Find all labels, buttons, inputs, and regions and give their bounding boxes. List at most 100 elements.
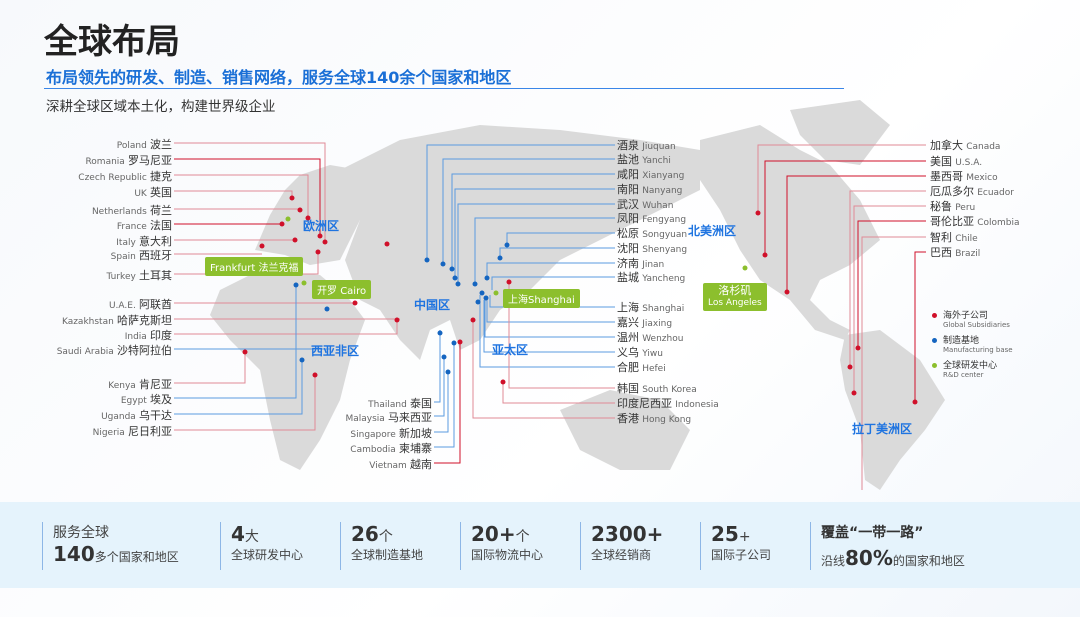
label-zh: 温州: [617, 331, 639, 344]
stat-unit: +: [738, 529, 751, 545]
location-label: Uganda 乌干达: [2, 407, 172, 423]
location-label: 盐城 Yancheng: [617, 269, 685, 285]
label-en: U.S.A.: [955, 158, 983, 168]
label-en: Colombia: [977, 218, 1020, 228]
location-label: Singapore 新加坡: [262, 425, 432, 441]
label-en: Mexico: [966, 173, 998, 183]
label-en: Uganda: [101, 412, 136, 422]
label-zh: 济南: [617, 257, 639, 270]
label-zh: 盐城: [617, 271, 639, 284]
label-en: Canada: [966, 142, 1001, 152]
label-en: Singapore: [350, 430, 396, 440]
stat-value-row: 26个: [351, 522, 423, 546]
region-west-asia-africa: 西亚非区: [311, 344, 360, 358]
label-zh: 泰国: [410, 397, 432, 410]
label-en: Ecuador: [977, 188, 1014, 198]
location-label: Kazakhstan 哈萨克斯坦: [2, 312, 172, 328]
stat-value: 2300+: [591, 522, 664, 546]
stat-item: 26个全球制造基地: [340, 522, 423, 570]
location-label: 武汉 Wuhan: [617, 196, 673, 212]
page-title: 全球布局: [44, 22, 180, 62]
location-label: 咸阳 Xianyang: [617, 166, 684, 182]
stat-value-row: 4大: [231, 522, 303, 546]
region-north-america: 北美洲区: [688, 224, 737, 238]
label-zh: 秘鲁: [930, 200, 952, 213]
north-america: [700, 125, 880, 340]
label-en: Hong Kong: [642, 415, 692, 425]
region-apac: 亚太区: [492, 343, 529, 357]
rd-frankfurt-zh: 法兰克福: [258, 263, 299, 274]
stat-caption: 全球经销商: [591, 548, 652, 562]
stat-value-row: 沿线80%的国家和地区: [821, 546, 965, 570]
location-label: 哥伦比亚 Colombia: [930, 213, 1019, 229]
location-label: France 法国: [2, 217, 172, 233]
label-zh: 巴西: [930, 246, 952, 259]
location-label: 秘鲁 Peru: [930, 198, 975, 214]
label-zh: 墨西哥: [930, 170, 963, 183]
region-china: 中国区: [414, 298, 451, 312]
south-america: [840, 330, 945, 490]
label-en: Songyuan: [642, 230, 688, 240]
label-zh: 合肥: [617, 361, 639, 374]
region-europe: 欧洲区: [303, 219, 340, 233]
location-label: Egypt 埃及: [2, 391, 172, 407]
stats-band: [0, 502, 1080, 588]
location-label: 嘉兴 Jiaxing: [617, 314, 672, 330]
location-label: 巴西 Brazil: [930, 244, 980, 260]
label-zh: 南阳: [617, 183, 639, 196]
stat-value: 4: [231, 522, 245, 546]
location-dots: [242, 195, 918, 405]
location-label: 凤阳 Fengyang: [617, 210, 686, 226]
label-en: Jiuquan: [642, 142, 676, 152]
legend-zh: 全球研发中心: [943, 361, 998, 371]
stat-caption: 全球制造基地: [351, 548, 424, 562]
label-en: Egypt: [120, 396, 147, 406]
location-label: Poland 波兰: [2, 136, 172, 152]
label-zh: 盐池: [617, 153, 639, 166]
label-en: Poland: [116, 141, 147, 151]
label-en: Indonesia: [675, 400, 719, 410]
australia: [560, 390, 690, 470]
label-zh: 阿联酋: [139, 298, 172, 311]
stat-item: 覆盖“一带一路”沿线80%的国家和地区: [810, 522, 965, 570]
label-zh: 加拿大: [930, 139, 963, 152]
label-zh: 沈阳: [617, 242, 639, 255]
location-label: 上海 Shanghai: [617, 299, 684, 315]
rd-cairo: 开罗 Cairo: [312, 280, 372, 299]
location-label: Romania 罗马尼亚: [2, 152, 172, 168]
location-label: 韩国 South Korea: [617, 380, 697, 396]
stat-value: 20+: [471, 522, 516, 546]
label-zh: 西班牙: [139, 249, 172, 262]
label-zh: 肯尼亚: [139, 378, 172, 391]
region-latin-america: 拉丁美洲区: [852, 422, 913, 436]
legend-zh: 制造基地: [943, 336, 980, 346]
location-label: 酒泉 Jiuquan: [617, 137, 676, 153]
legend-dot-icon: [932, 313, 937, 318]
rd-la-zh: 洛杉矶: [718, 284, 752, 297]
location-label: 加拿大 Canada: [930, 137, 1000, 153]
label-en: Italy: [116, 238, 136, 248]
label-zh: 武汉: [617, 198, 639, 211]
location-label: 印度尼西亚 Indonesia: [617, 395, 719, 411]
label-zh: 上海: [617, 301, 639, 314]
stat-unit: 的国家和地区: [892, 554, 965, 568]
label-zh: 尼日利亚: [128, 425, 172, 438]
label-zh: 印度尼西亚: [617, 397, 672, 410]
location-label: Spain 西班牙: [2, 247, 172, 263]
label-en: Vietnam: [369, 461, 407, 471]
label-zh: 智利: [930, 231, 952, 244]
stat-value: 25: [711, 522, 739, 546]
location-label: UK 英国: [2, 184, 172, 200]
stat-value: 140: [53, 542, 95, 566]
label-zh: 松原: [617, 227, 639, 240]
label-zh: 厄瓜多尔: [930, 185, 974, 198]
stat-value-row: 25+: [711, 522, 771, 546]
location-label: 沈阳 Shenyang: [617, 240, 687, 256]
label-zh: 英国: [150, 186, 172, 199]
label-zh: 酒泉: [617, 139, 639, 152]
label-en: Turkey: [106, 272, 136, 282]
